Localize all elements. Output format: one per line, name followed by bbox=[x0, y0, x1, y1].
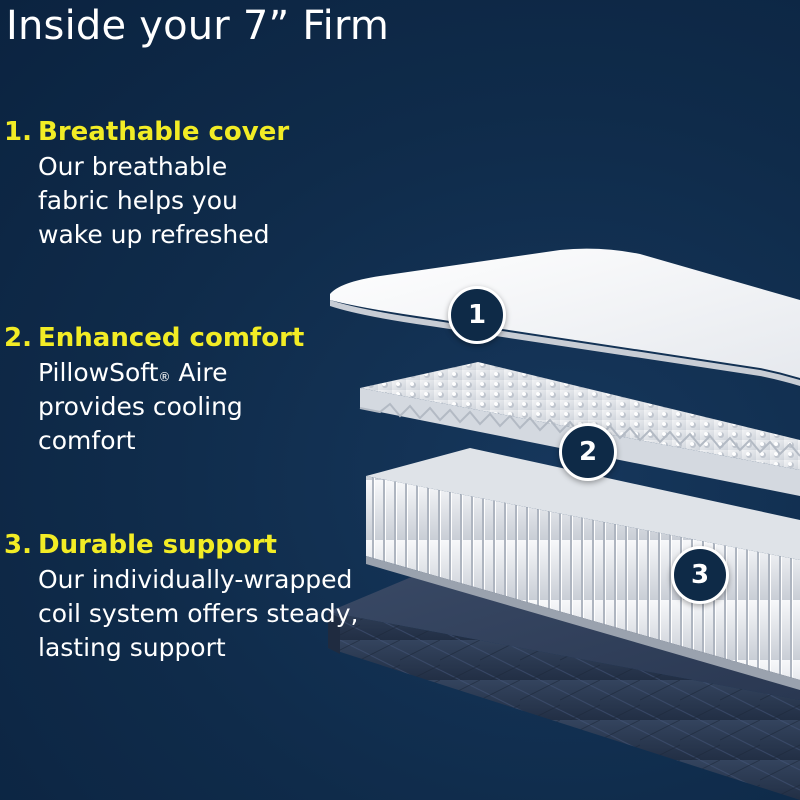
description-line: coil system offers steady, bbox=[38, 599, 359, 628]
feature-durable-support: 3. Durable support Our individually-wrap… bbox=[4, 529, 424, 665]
feature-description: PillowSoft® Aire provides cooling comfor… bbox=[38, 356, 424, 458]
feature-number: 1. bbox=[4, 117, 32, 147]
description-line: Our breathable bbox=[38, 152, 228, 181]
feature-number: 3. bbox=[4, 530, 32, 560]
description-line: lasting support bbox=[38, 633, 226, 662]
feature-enhanced-comfort: 2. Enhanced comfort PillowSoft® Aire pro… bbox=[4, 322, 424, 458]
layer-badge-1: 1 bbox=[448, 286, 506, 344]
description-line: PillowSoft® Aire bbox=[38, 356, 424, 390]
description-line: fabric helps you bbox=[38, 186, 238, 215]
brand-suffix: Aire bbox=[170, 358, 228, 387]
feature-heading: 2. Enhanced comfort bbox=[4, 322, 424, 354]
feature-description: Our breathable fabric helps you wake up … bbox=[38, 150, 424, 252]
description-line: Our individually-wrapped bbox=[38, 565, 353, 594]
description-line: wake up refreshed bbox=[38, 220, 270, 249]
feature-number: 2. bbox=[4, 323, 32, 353]
brand-name: PillowSoft bbox=[38, 358, 159, 387]
feature-title: Durable support bbox=[38, 530, 277, 560]
feature-title: Enhanced comfort bbox=[38, 323, 305, 353]
feature-breathable-cover: 1. Breathable cover Our breathable fabri… bbox=[4, 116, 424, 252]
layer-badge-2: 2 bbox=[559, 423, 617, 481]
page-title: Inside your 7” Firm bbox=[6, 3, 390, 49]
feature-heading: 3. Durable support bbox=[4, 529, 424, 561]
feature-heading: 1. Breathable cover bbox=[4, 116, 424, 148]
feature-description: Our individually-wrapped coil system off… bbox=[38, 563, 424, 665]
feature-title: Breathable cover bbox=[38, 117, 290, 147]
description-line: comfort bbox=[38, 426, 136, 455]
registered-mark: ® bbox=[158, 370, 171, 384]
layer-badge-3: 3 bbox=[671, 546, 729, 604]
description-line: provides cooling bbox=[38, 392, 243, 421]
